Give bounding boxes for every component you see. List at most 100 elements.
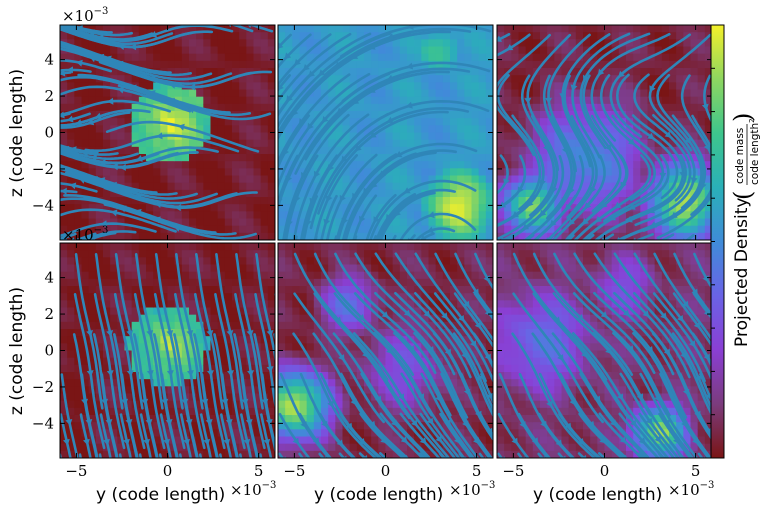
- heatmap-cell: [349, 257, 358, 266]
- heatmap-cell: [321, 436, 329, 445]
- heatmap-cell: [260, 125, 269, 134]
- heatmap-cell: [328, 243, 336, 251]
- heatmap-cell: [224, 125, 233, 134]
- streamline-arrow: [98, 460, 105, 467]
- streamlines-bottom-left: [60, 253, 275, 467]
- heatmap-cell: [654, 146, 663, 155]
- heatmap-cell: [88, 161, 97, 169]
- heatmap-cell: [414, 103, 422, 112]
- heatmap-cell: [399, 82, 408, 91]
- heatmap-cell: [378, 393, 387, 402]
- heatmap-cell: [278, 182, 286, 191]
- heatmap-cell: [267, 175, 275, 184]
- heatmap-cell: [267, 39, 275, 48]
- heatmap-cell: [239, 250, 247, 258]
- streamline-arrow: [178, 460, 185, 467]
- heatmap-cell: [518, 139, 527, 148]
- heatmap-cell: [518, 211, 527, 220]
- heatmap-cell: [364, 429, 372, 438]
- heatmap-cell: [146, 154, 154, 162]
- heatmap-cell: [138, 232, 147, 240]
- heatmap-cell: [232, 32, 240, 40]
- heatmap-cell: [74, 443, 83, 452]
- heatmap-cell: [399, 225, 408, 234]
- heatmap-cell: [67, 350, 75, 359]
- heatmap-cell: [67, 271, 75, 280]
- heatmap-cell: [407, 111, 415, 119]
- heatmap-cell: [328, 250, 336, 258]
- heatmap-cell: [407, 232, 415, 240]
- heatmap-cell: [364, 103, 372, 112]
- heatmap-cell: [704, 225, 712, 234]
- heatmap-cell: [196, 257, 204, 266]
- heatmap-cell: [210, 118, 219, 126]
- heatmap-cell: [442, 243, 451, 251]
- heatmap-cell: [342, 89, 351, 98]
- heatmap-cell: [174, 321, 183, 330]
- streamline-arrow: [143, 438, 150, 446]
- heatmap-cell: [414, 264, 422, 273]
- streamline-arrow: [284, 52, 292, 60]
- heatmap-cell: [224, 400, 233, 409]
- streamline-arrow: [385, 213, 393, 221]
- heatmap-cell: [414, 139, 422, 148]
- heatmap-cell: [654, 175, 663, 184]
- heatmap-cell: [647, 211, 656, 220]
- heatmap-cell: [321, 146, 329, 155]
- heatmap-cell: [669, 168, 677, 177]
- heatmap-cell: [292, 161, 301, 169]
- heatmap-cell: [117, 243, 126, 251]
- heatmap-cell: [540, 53, 548, 62]
- streamline-arrow: [226, 330, 234, 337]
- heatmap-cell: [371, 364, 379, 373]
- heatmap-cell: [633, 111, 641, 119]
- streamline-arrow: [301, 172, 308, 179]
- heatmap-cell: [435, 250, 444, 258]
- heatmap-cell: [371, 32, 379, 40]
- heatmap-cell: [292, 400, 301, 409]
- heatmap-cell: [292, 336, 301, 344]
- heatmap-cell: [342, 118, 351, 126]
- heatmap-cell: [131, 204, 140, 212]
- heatmap-cell: [67, 307, 75, 316]
- heatmap-cell: [450, 103, 458, 112]
- streamline-arrow: [562, 146, 569, 154]
- heatmap-cell: [497, 118, 505, 126]
- heatmap-cell: [189, 293, 197, 301]
- heatmap-cell: [253, 60, 262, 69]
- heatmap-cell: [683, 168, 692, 177]
- heatmap-cell: [267, 118, 275, 126]
- heatmap-cell: [328, 111, 336, 119]
- heatmap-cell: [167, 46, 176, 55]
- heatmap-cell: [313, 379, 322, 387]
- heatmap-cell: [435, 168, 444, 177]
- heatmap-cell: [131, 111, 140, 119]
- heatmap-cell: [74, 314, 83, 323]
- heatmap-cell: [421, 278, 430, 287]
- heatmap-cell: [313, 68, 322, 76]
- heatmap-cell: [117, 161, 126, 169]
- heatmap-cell: [189, 300, 197, 309]
- heatmap-cell: [167, 407, 176, 416]
- heatmap-cell: [683, 225, 692, 234]
- heatmap-cell: [267, 197, 275, 205]
- heatmap-cell: [313, 307, 322, 316]
- heatmap-cell: [210, 286, 219, 294]
- heatmap-cell: [217, 386, 226, 395]
- heatmap-cell: [435, 39, 444, 48]
- heatmap-cell: [478, 218, 487, 227]
- heatmap-cell: [306, 443, 315, 452]
- heatmap-cell: [196, 161, 204, 169]
- heatmap-cell: [378, 53, 387, 62]
- heatmap-cell: [131, 53, 140, 62]
- heatmap-cell: [131, 264, 140, 273]
- heatmap-cell: [189, 161, 197, 169]
- heatmap-cell: [278, 350, 286, 359]
- heatmap-cell: [299, 111, 308, 119]
- heatmap-cell: [547, 139, 555, 148]
- streamline-arrow: [664, 131, 672, 138]
- heatmap-cell: [153, 314, 161, 323]
- heatmap-cell: [335, 132, 344, 141]
- heatmap-cell: [683, 175, 692, 184]
- heatmap-cell: [67, 364, 75, 373]
